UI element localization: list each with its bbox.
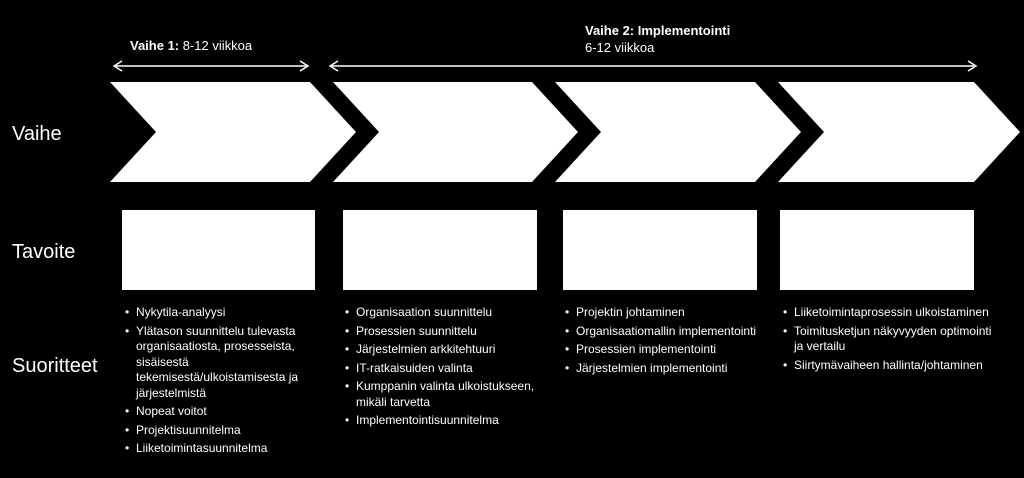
- goal-box-3: [563, 210, 757, 290]
- list-item: Organisaation suunnittelu: [345, 305, 552, 321]
- list-item: Prosessien implementointi: [565, 342, 772, 358]
- list-item: Projektisuunnitelma: [125, 423, 334, 439]
- list-item: Järjestelmien arkkitehtuuri: [345, 342, 552, 358]
- phase-1-title: Vaihe 1:: [130, 38, 180, 53]
- list-item: Siirtymävaiheen hallinta/johtaminen: [783, 358, 994, 374]
- task-list-phase-3: Projektin johtaminen Organisaatiomallin …: [562, 305, 772, 379]
- row-label-suoritteet: Suoritteet: [12, 355, 98, 377]
- list-item: Kumppanin valinta ulkoistukseen, mikäli …: [345, 379, 552, 410]
- list-item: Toimitusketjun näkyvyyden optimointi ja …: [783, 324, 994, 355]
- phase-1-duration: 8-12 viikkoa: [179, 38, 253, 53]
- list-item: Projektin johtaminen: [565, 305, 772, 321]
- list-item: Nykytila-analyysi: [125, 305, 334, 321]
- list-item: Liiketoimintaprosessin ulkoistaminen: [783, 305, 994, 321]
- list-item: Järjestelmien implementointi: [565, 361, 772, 377]
- chevron-phase-1: [110, 82, 356, 182]
- list-item: Implementointisuunnitelma: [345, 413, 552, 429]
- list-item: Nopeat voitot: [125, 404, 334, 420]
- list-item: IT-ratkaisuiden valinta: [345, 361, 552, 377]
- goal-box-4: [780, 210, 974, 290]
- list-item: Prosessien suunnittelu: [345, 324, 552, 340]
- list-item: Ylätason suunnittelu tulevasta organisaa…: [125, 324, 334, 402]
- chevron-phase-4: [778, 82, 1020, 182]
- chevron-phase-3: [555, 82, 801, 182]
- task-list-phase-4: Liiketoimintaprosessin ulkoistaminen Toi…: [780, 305, 994, 376]
- phase-1-duration-arrow: [112, 60, 310, 72]
- phase-2-label: Vaihe 2: Implementointi 6-12 viikkoa: [585, 22, 730, 56]
- phase-1-label: Vaihe 1: 8-12 viikkoa: [130, 37, 252, 54]
- list-item: Organisaatiomallin implementointi: [565, 324, 772, 340]
- list-item: Liiketoimintasuunnitelma: [125, 441, 334, 457]
- phase-2-title: Vaihe 2: Implementointi: [585, 23, 731, 38]
- phase-2-duration-arrow: [328, 60, 978, 72]
- task-list-phase-1: Nykytila-analyysi Ylätason suunnittelu t…: [122, 305, 334, 460]
- phase-2-duration: 6-12 viikkoa: [585, 40, 655, 55]
- goal-box-2: [343, 210, 537, 290]
- row-label-vaihe: Vaihe: [12, 123, 62, 145]
- chevron-phase-2: [333, 82, 578, 182]
- goal-box-1: [122, 210, 315, 290]
- task-list-phase-2: Organisaation suunnittelu Prosessien suu…: [342, 305, 552, 432]
- row-label-tavoite: Tavoite: [12, 241, 76, 263]
